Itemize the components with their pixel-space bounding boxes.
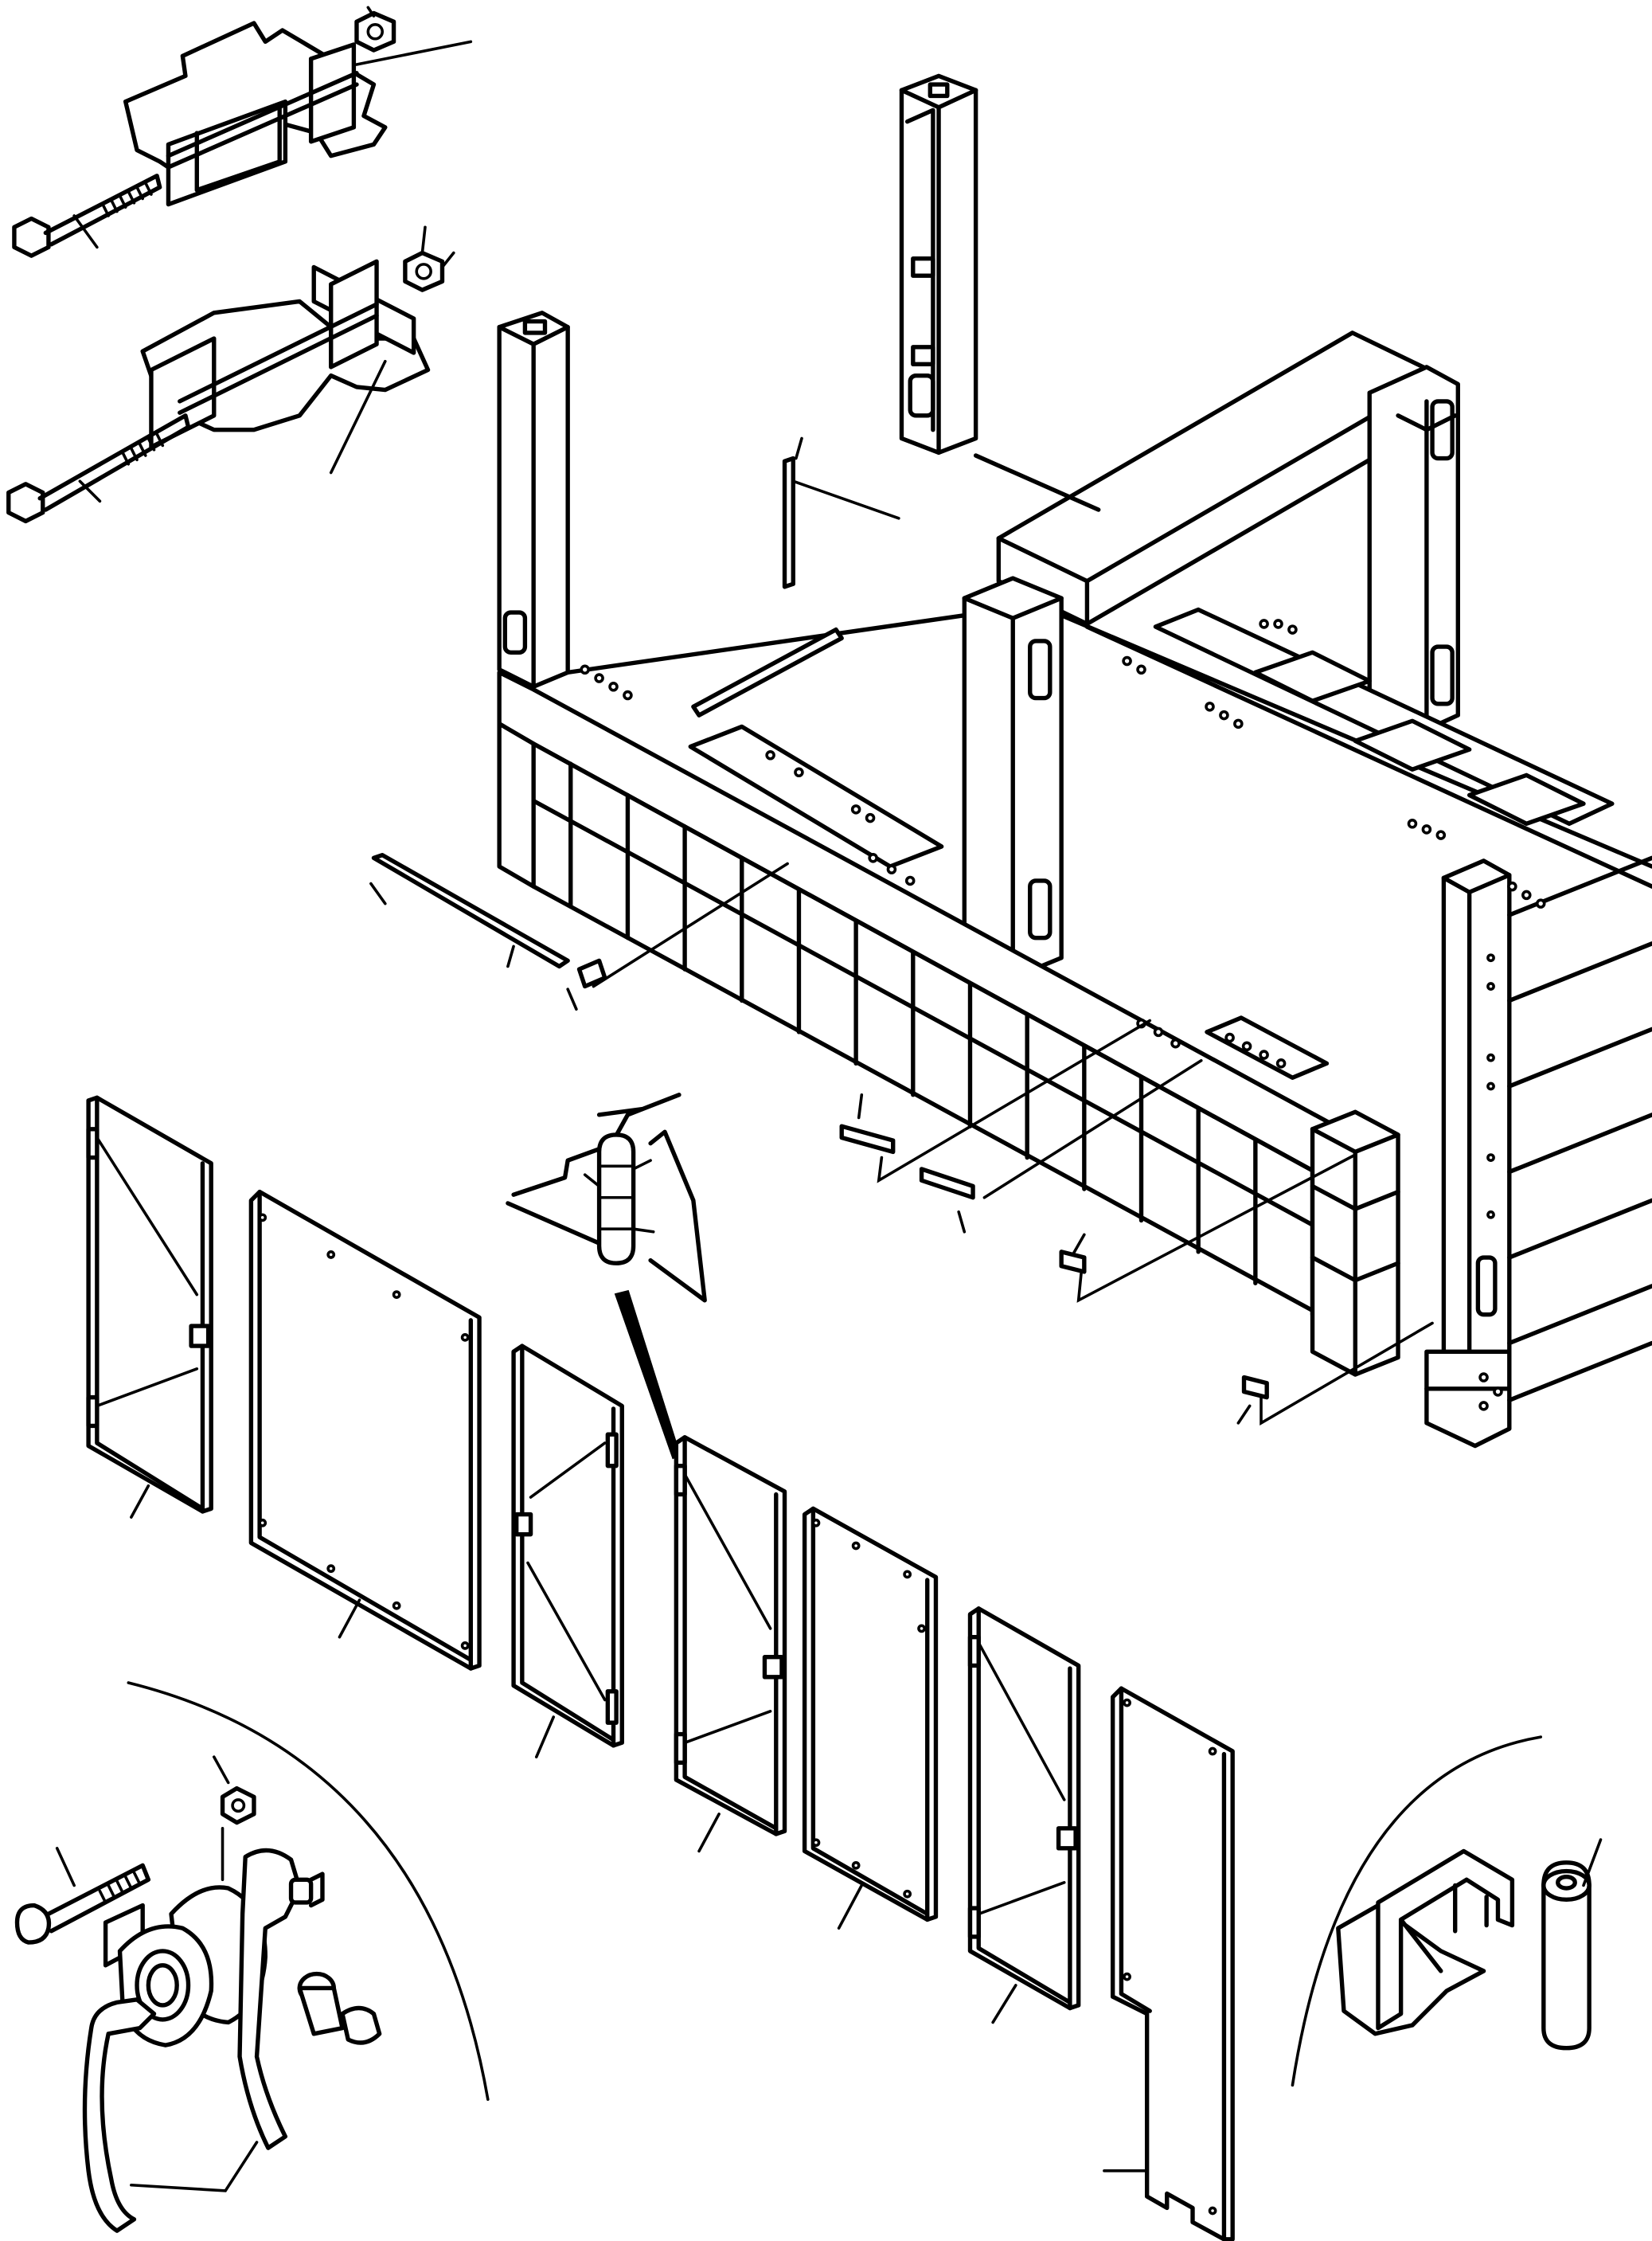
hinged-door-right xyxy=(967,1606,1081,2024)
cover-panel-large xyxy=(248,1189,482,1671)
post-holes xyxy=(1486,953,1495,1219)
roller-icon xyxy=(1541,1860,1591,2051)
nut-icon xyxy=(220,1785,256,1825)
hinged-door-left xyxy=(86,1095,213,1519)
nut-icon xyxy=(403,250,445,292)
door-latch-handle xyxy=(14,1681,490,2233)
cover-panel-medium xyxy=(802,1506,939,1930)
bolt-icon xyxy=(12,174,162,258)
hinge-icon xyxy=(596,1132,636,1265)
bolt-icon xyxy=(6,413,191,524)
bolt-bracket-assembly-1 xyxy=(12,6,473,258)
hinged-door-narrow xyxy=(511,1343,624,1758)
bolt-bracket-assembly-2 xyxy=(6,225,455,524)
hinge-pin-detail xyxy=(506,1093,707,1460)
bracket-roller-detail xyxy=(1291,1735,1603,2087)
cover-panel-tall xyxy=(1103,1686,1235,2241)
hinged-door-center xyxy=(674,1435,787,1853)
nut-icon xyxy=(354,10,396,53)
main-frame xyxy=(369,73,1652,1449)
bolt-icon xyxy=(14,1863,151,1945)
